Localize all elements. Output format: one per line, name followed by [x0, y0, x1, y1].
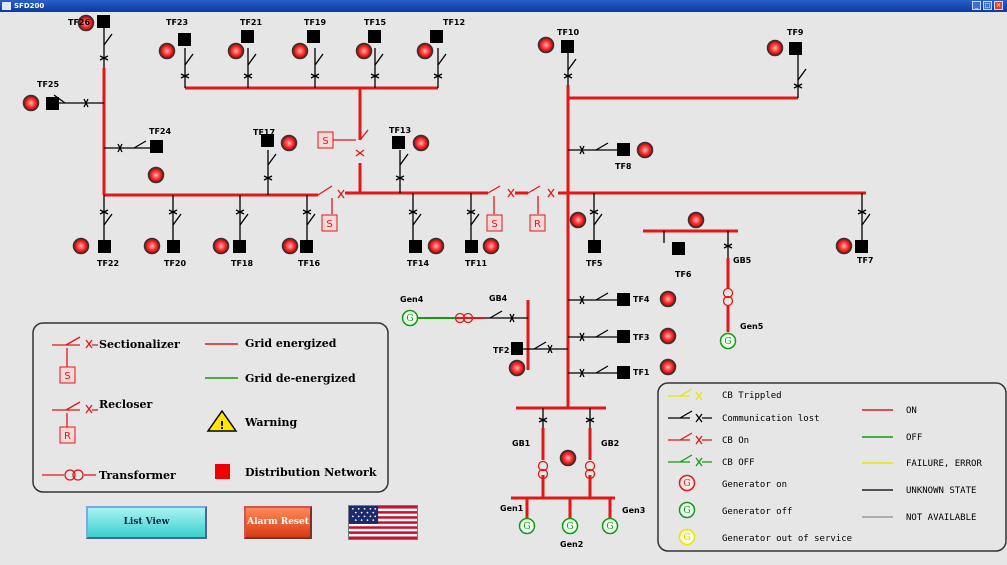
legend-transformer: Transformer	[99, 469, 176, 482]
sectionalizer-label: S	[322, 136, 328, 147]
tf11-label: TF11	[465, 259, 487, 268]
tf20-label: TF20	[164, 259, 186, 268]
legend-sectionalizer: Sectionalizer	[99, 338, 180, 351]
tf25-label: TF25	[37, 80, 59, 89]
status-lamps	[22, 14, 853, 467]
list-view-button[interactable]: List View	[86, 506, 207, 539]
tf24-label: TF24	[149, 127, 171, 136]
legend-gen-on: Generator on	[722, 480, 787, 490]
legend-not-available: NOT AVAILABLE	[906, 513, 976, 523]
legend-on: ON	[906, 406, 917, 416]
tf22-label: TF22	[97, 259, 119, 268]
tf16-label: TF16	[298, 259, 320, 268]
tf21-label: TF21	[240, 18, 262, 27]
generator-symbol: G	[523, 522, 530, 532]
legend-gen-symbol: G	[683, 506, 690, 516]
tf18-label: TF18	[231, 259, 253, 268]
sectionalizer-label: S	[326, 219, 332, 230]
warning-mark: !	[219, 419, 224, 432]
legend-right: G G G CB Trippled Communication lost CB …	[657, 382, 1007, 552]
tf9-label: TF9	[787, 28, 804, 37]
tf1-label: TF1	[633, 368, 650, 377]
legend-gen-off: Generator off	[722, 507, 792, 517]
legend-warning: Warning	[244, 416, 297, 429]
tf10-label: TF10	[557, 28, 579, 37]
minimize-button[interactable]: _	[972, 1, 981, 10]
legend-cb-tripped: CB Trippled	[722, 391, 782, 401]
generators[interactable]	[401, 309, 737, 535]
feeder-breakers	[53, 28, 871, 428]
sectionalizer-label: S	[491, 219, 497, 230]
legend-s-box: S	[64, 371, 70, 382]
gb2-label: GB2	[601, 439, 619, 448]
legend-gen-symbol: G	[683, 479, 690, 489]
alarm-reset-button[interactable]: Alarm Reset	[244, 506, 312, 539]
title-bar: SFD200 _ □ ×	[0, 0, 1007, 12]
gen4-label: Gen4	[400, 295, 424, 304]
tf14-label: TF14	[407, 259, 429, 268]
gb5-label: GB5	[733, 256, 752, 265]
tf17-label: TF17	[253, 128, 275, 137]
generator-symbol: G	[566, 522, 573, 532]
tf3-label: TF3	[633, 333, 650, 342]
gb1-label: GB1	[512, 439, 531, 448]
sectionalizer-boxes[interactable]	[317, 131, 546, 232]
legend-r-box: R	[64, 431, 71, 442]
tf7-label: TF7	[857, 256, 874, 265]
gen1-label: Gen1	[500, 504, 524, 513]
recloser-label: R	[534, 219, 541, 230]
tf12-label: TF12	[443, 18, 465, 27]
tf26-label: TF26	[68, 18, 90, 27]
tf23-label: TF23	[166, 18, 188, 27]
close-button[interactable]: ×	[994, 1, 1003, 10]
legend-off: OFF	[906, 433, 922, 443]
transformer-symbols	[454, 287, 734, 480]
legend-failure: FAILURE, ERROR	[906, 459, 982, 469]
us-flag-icon[interactable]	[348, 505, 418, 540]
tf13-label: TF13	[389, 126, 411, 135]
generator-symbol: G	[724, 337, 731, 347]
window-title: SFD200	[14, 2, 45, 10]
warning-icon	[206, 409, 238, 432]
gen2-label: Gen2	[560, 540, 583, 549]
legend-left: S R ! Sectionalizer Recloser Transformer…	[32, 322, 389, 493]
legend-cb-on: CB On	[722, 436, 749, 446]
energized-network	[102, 68, 866, 520]
distribution-network-icon	[215, 464, 230, 479]
legend-gen-oos: Generator out of service	[722, 534, 852, 544]
app-icon	[2, 2, 11, 10]
transformer-labels: TF26 TF23 TF21 TF19 TF15 TF12 TF10 TF9 T…	[37, 18, 874, 549]
gb4-label: GB4	[489, 294, 508, 303]
tf5-label: TF5	[586, 259, 603, 268]
breaker-boxes[interactable]	[46, 15, 868, 379]
tf8-label: TF8	[615, 162, 632, 171]
generator-symbol: G	[406, 314, 413, 324]
gen3-label: Gen3	[622, 506, 645, 515]
legend-gen-symbol: G	[683, 533, 690, 543]
tf19-label: TF19	[304, 18, 326, 27]
gen5-label: Gen5	[740, 322, 764, 331]
legend-distribution-network: Distribution Network	[245, 466, 377, 479]
tf4-label: TF4	[633, 295, 650, 304]
legend-recloser: Recloser	[99, 398, 153, 411]
tf6-label: TF6	[675, 270, 692, 279]
tf15-label: TF15	[364, 18, 386, 27]
red-switches	[317, 129, 555, 214]
legend-unknown: UNKNOWN STATE	[906, 486, 976, 496]
legend-comm-lost: Communication lost	[722, 414, 820, 424]
legend-grid-deenergized: Grid de-energized	[245, 372, 356, 385]
maximize-button[interactable]: □	[983, 1, 992, 10]
generator-symbol: G	[606, 522, 613, 532]
legend-cb-off: CB OFF	[722, 458, 755, 468]
tf2-label: TF2	[493, 346, 510, 355]
legend-grid-energized: Grid energized	[245, 337, 337, 350]
